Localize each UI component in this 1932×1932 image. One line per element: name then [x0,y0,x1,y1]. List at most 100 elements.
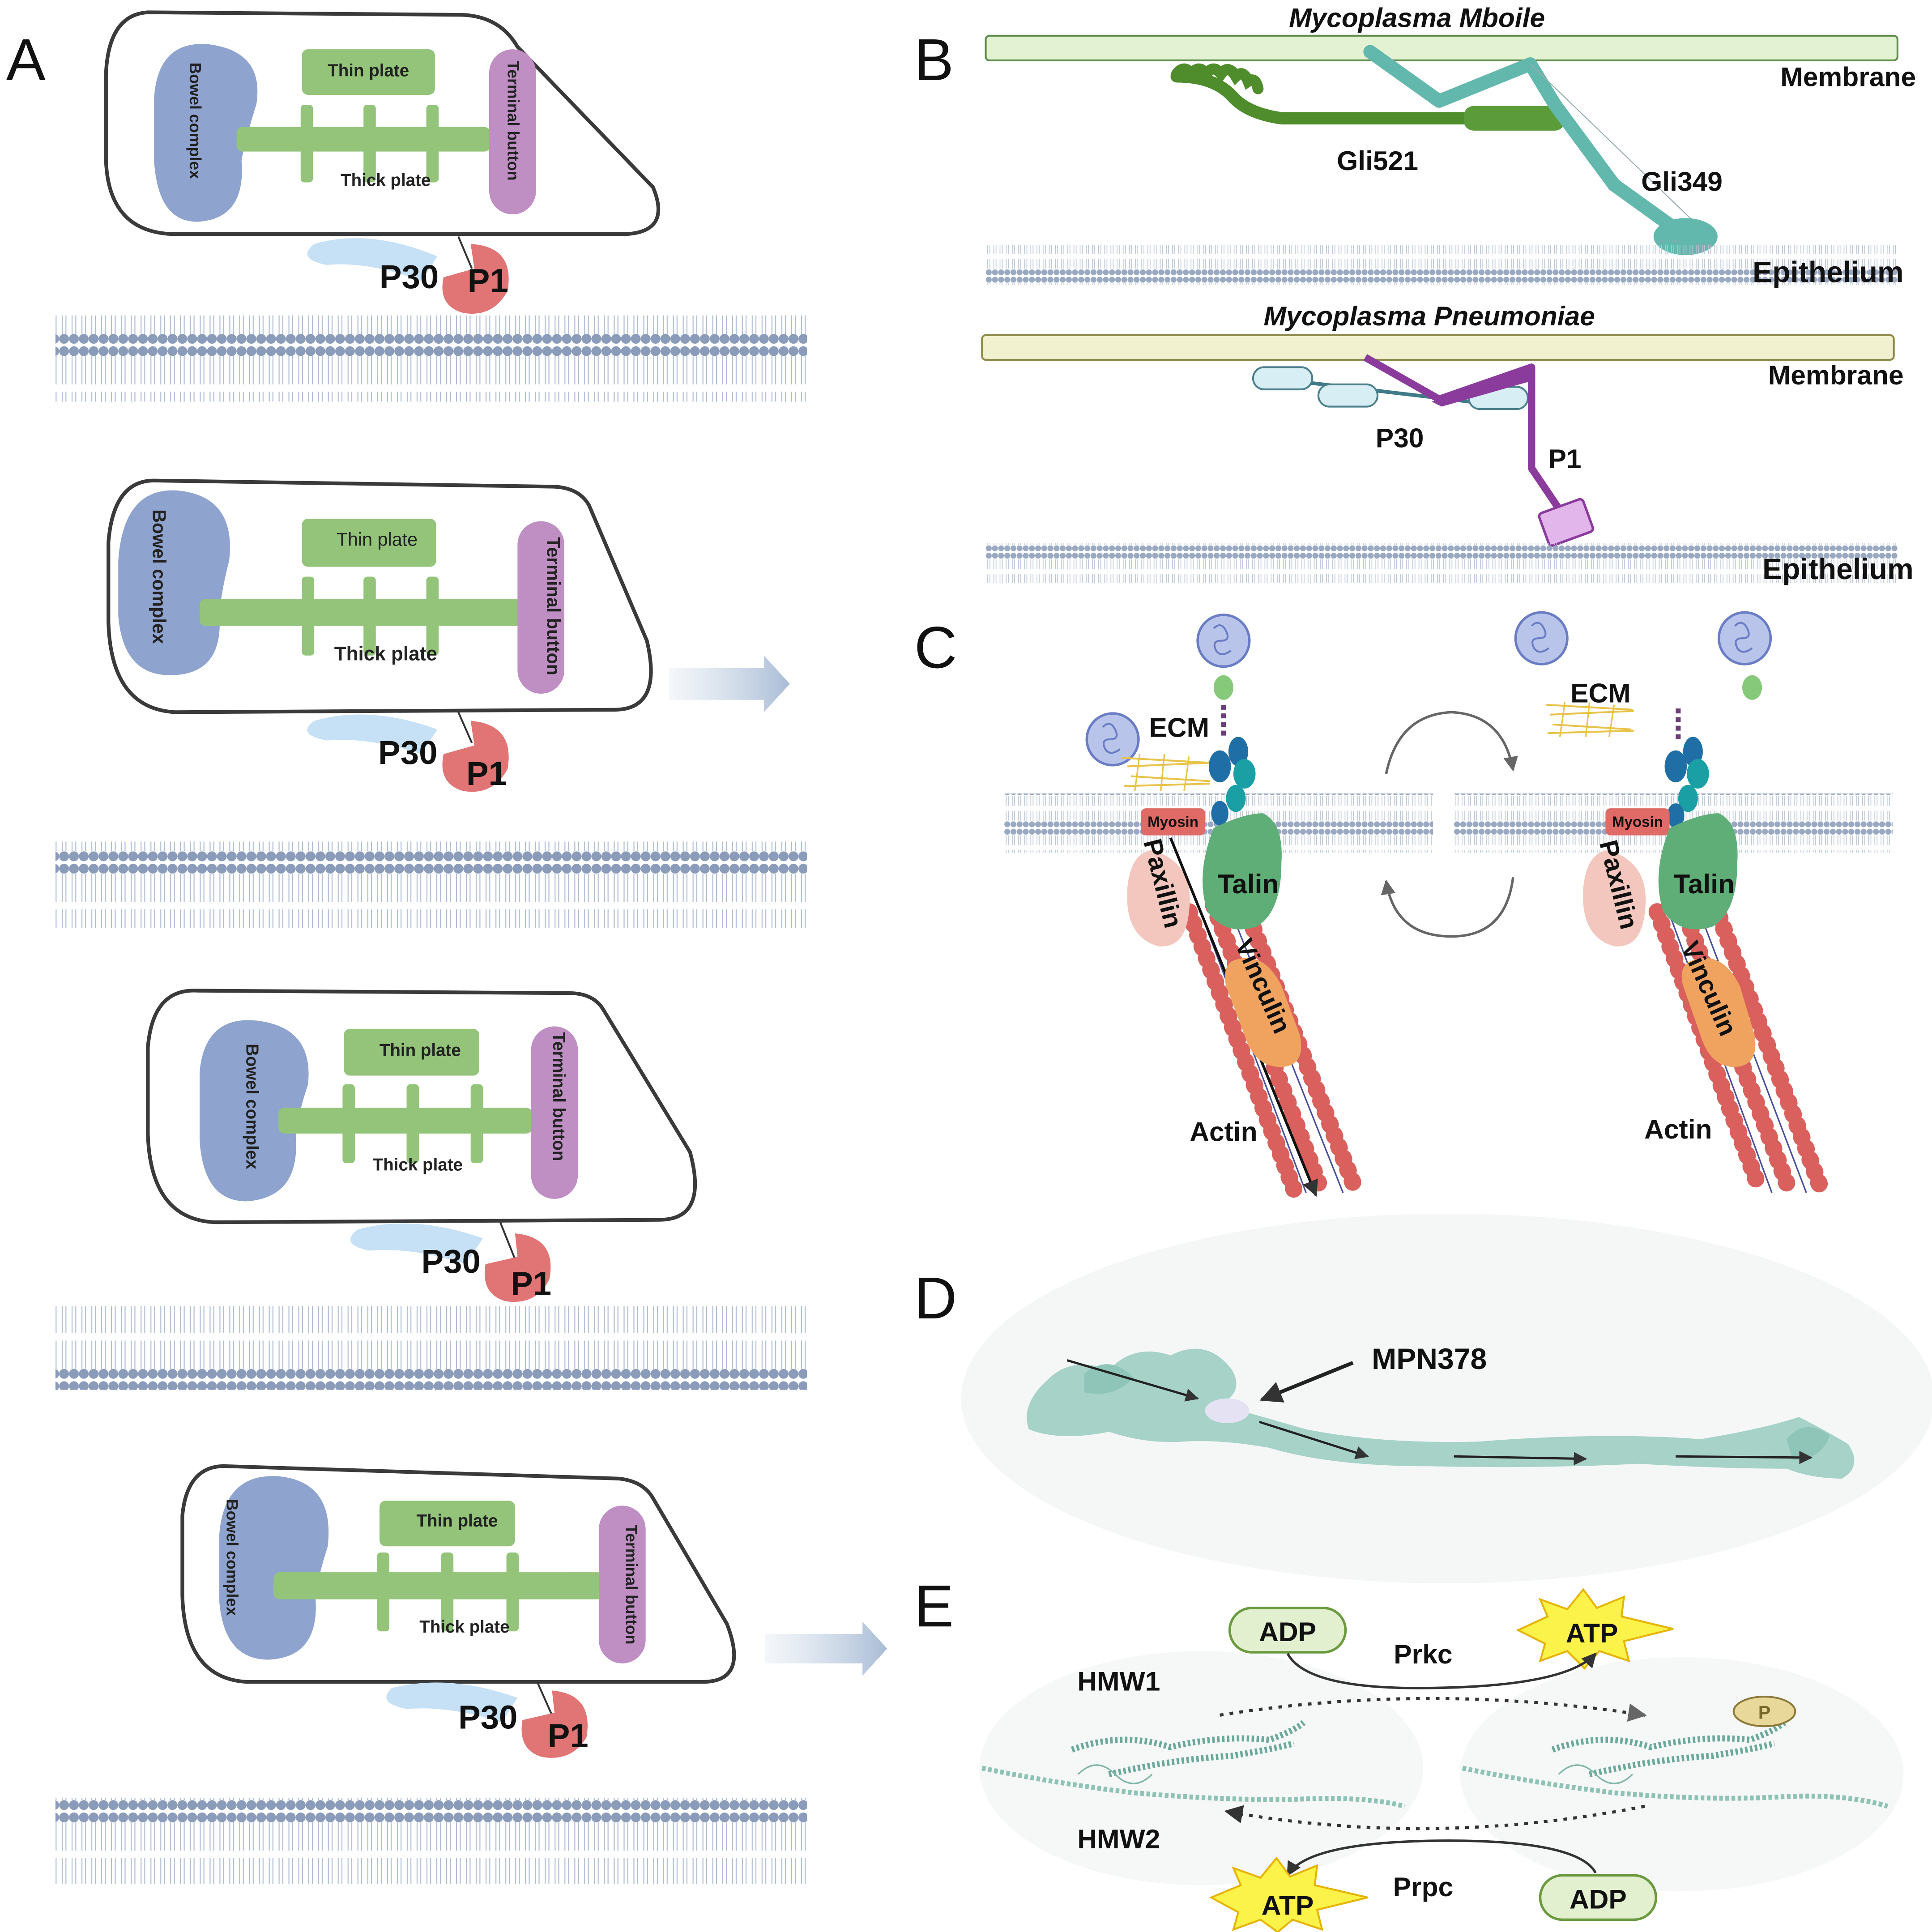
thin-plate-label: Thin plate [416,1511,498,1531]
bowel-complex-label: Bowel complex [186,63,204,179]
paxillin-shape [1583,850,1646,947]
p30-shape [350,1223,483,1264]
bowel-complex-shape [219,1476,329,1660]
panel-a-cell-2: Thin plate Thick plate Bowel complex Ter… [55,478,807,928]
plate-rib [363,576,376,656]
pneumoniae-epithelium [985,543,1898,583]
myosin-label: Myosin [1612,813,1663,830]
thick-plate-label: Thick plate [334,643,437,665]
prkc-label: Prkc [1394,1639,1452,1669]
atp-bottom-label: ATP [1262,1890,1314,1920]
movement-arrow [1066,1359,1199,1402]
prkc-arrow [1286,1652,1597,1689]
plate-rib [426,576,439,656]
plate-rib [506,1552,519,1632]
p30-domain [1252,366,1314,391]
p30-label: P30 [380,258,439,295]
hmw1-label: HMW1 [1077,1666,1160,1696]
mobile-epithelium-label: Epithelium [1753,256,1904,289]
atp-top-burst [1516,1588,1674,1670]
protein-body [1027,1348,1855,1479]
p30-label: P30 [422,1243,481,1280]
integrin-alpha [1664,750,1687,783]
gli349-guide-line [1530,64,1701,229]
thick-plate-bar [273,1572,604,1599]
p30-label: P30 [458,1699,517,1736]
atp-bottom-burst [1209,1856,1368,1932]
p30-domain [1317,383,1379,408]
mobile-membrane [985,34,1898,61]
ecm-fibers [1121,754,1211,791]
hmw-loop [1077,1764,1153,1784]
prpc-label: Prpc [1393,1872,1454,1902]
pneumoniae-p30-label: P30 [1376,422,1424,453]
p1-shape [442,721,509,792]
talin-label: Talin [1673,869,1735,899]
p1-shape [442,244,509,314]
panel-d-protein: MPN378 [1027,1343,1855,1479]
ecm-fibers [1546,702,1634,737]
p1-wedge [1432,367,1532,407]
pneumoniae-membrane [981,334,1895,361]
panel-a-cell-4: Thin plate Thick plate Bowel complex Ter… [55,1464,887,1884]
plate-rib [342,1084,355,1164]
myosin-box [1141,808,1205,836]
mobile-epithelium [985,245,1898,285]
p30-shape [386,1682,518,1723]
plate-rib [302,576,315,656]
adp-bottom-label: ADP [1569,1884,1627,1915]
talin-label: Talin [1218,869,1279,899]
ecm-label: ECM [1570,678,1631,708]
thin-plate-label: Thin plate [380,1041,461,1060]
protein-lobe [1787,1427,1830,1460]
bowel-complex-label: Bowel complex [223,1499,241,1616]
p1-label: P1 [466,755,507,792]
gli521-shaft [1170,70,1473,125]
integrin-beta [1226,785,1246,812]
lipid-bilayer [55,841,807,928]
prpc-arrow [1286,1839,1597,1877]
atp-top-label: ATP [1566,1618,1618,1648]
panel-label-d: D [914,1265,957,1331]
terminal-button-label: Terminal button [623,1525,640,1645]
bowel-complex-label: Bowel complex [243,1044,262,1169]
thick-plate-bar [278,1108,533,1134]
p1-tether [536,1681,553,1716]
p1-tether [457,236,473,269]
integrin-beta [1678,785,1698,812]
hmw2-label: HMW2 [1077,1824,1160,1854]
terminal-button-shape [517,521,564,694]
panel-c-left-adhesion: ECM Paxillin Myosin Talin Vinculin Actin [1004,614,1433,1198]
panel-b-mobile: Mycoplasma Mboile Membrane Gli521 Gli349… [985,3,1916,289]
mpn378-pointer [1259,1361,1354,1403]
p30-shape [307,238,438,281]
panel-label-b: B [914,27,954,93]
panel-label-c: C [914,614,957,681]
adp-top-label: ADP [1259,1616,1316,1647]
movement-arrow [1454,1452,1587,1466]
actin-filament [1180,903,1303,1198]
p1-label: P1 [468,262,508,299]
paxillin-shape [1127,850,1190,947]
terminal-button-shape [599,1506,646,1663]
panel-a-cell-3: Thin plate Thick plate Bowel complex Ter… [55,989,807,1390]
cell-outline [107,478,653,714]
bowel-complex-shape [200,1020,309,1202]
plate-rib [406,1084,419,1164]
integrin-alpha [1208,750,1231,783]
lipid-bilayer [55,315,807,402]
talin-shape [1203,813,1282,930]
plate-rib [363,105,376,183]
thin-plate-label: Thin plate [328,61,409,81]
integrin-alpha [1228,737,1248,767]
plate-rib [441,1552,454,1632]
thick-plate-label: Thick plate [341,171,431,190]
mpn378-site [1205,1398,1250,1423]
p1-shape [484,1233,551,1302]
hmw2-helix [1462,1766,1889,1809]
myosin-box [1605,808,1670,836]
terminal-button-label: Terminal button [549,1032,568,1161]
thin-plate-label: Thin plate [337,529,418,550]
movement-arrow [1676,1450,1813,1464]
p1-label: P1 [511,1265,551,1302]
